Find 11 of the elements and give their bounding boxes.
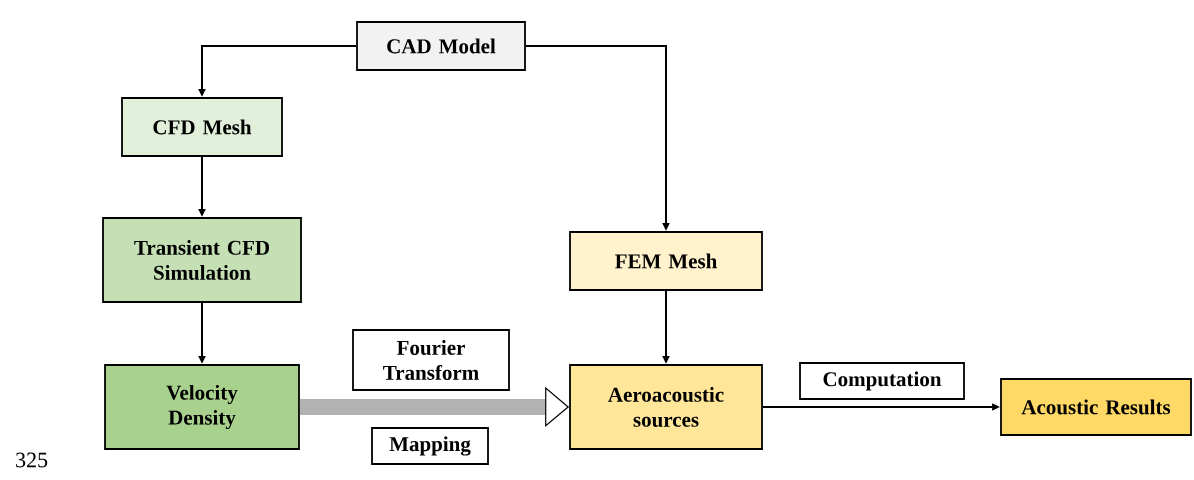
text-box: Fourier Transform bbox=[352, 329, 510, 391]
page-number: 325 bbox=[16, 452, 48, 468]
process-box: CAD Model bbox=[356, 21, 526, 71]
process-box: Acoustic Results bbox=[1000, 378, 1192, 436]
process-box: Velocity Density bbox=[104, 364, 300, 450]
text-box: Mapping bbox=[371, 427, 489, 465]
text-box: Computation bbox=[799, 362, 965, 400]
process-box: Aeroacoustic sources bbox=[569, 364, 763, 450]
process-box: Transient CFD Simulation bbox=[102, 217, 302, 303]
process-box: CFD Mesh bbox=[121, 97, 283, 157]
process-box: FEM Mesh bbox=[569, 231, 763, 291]
